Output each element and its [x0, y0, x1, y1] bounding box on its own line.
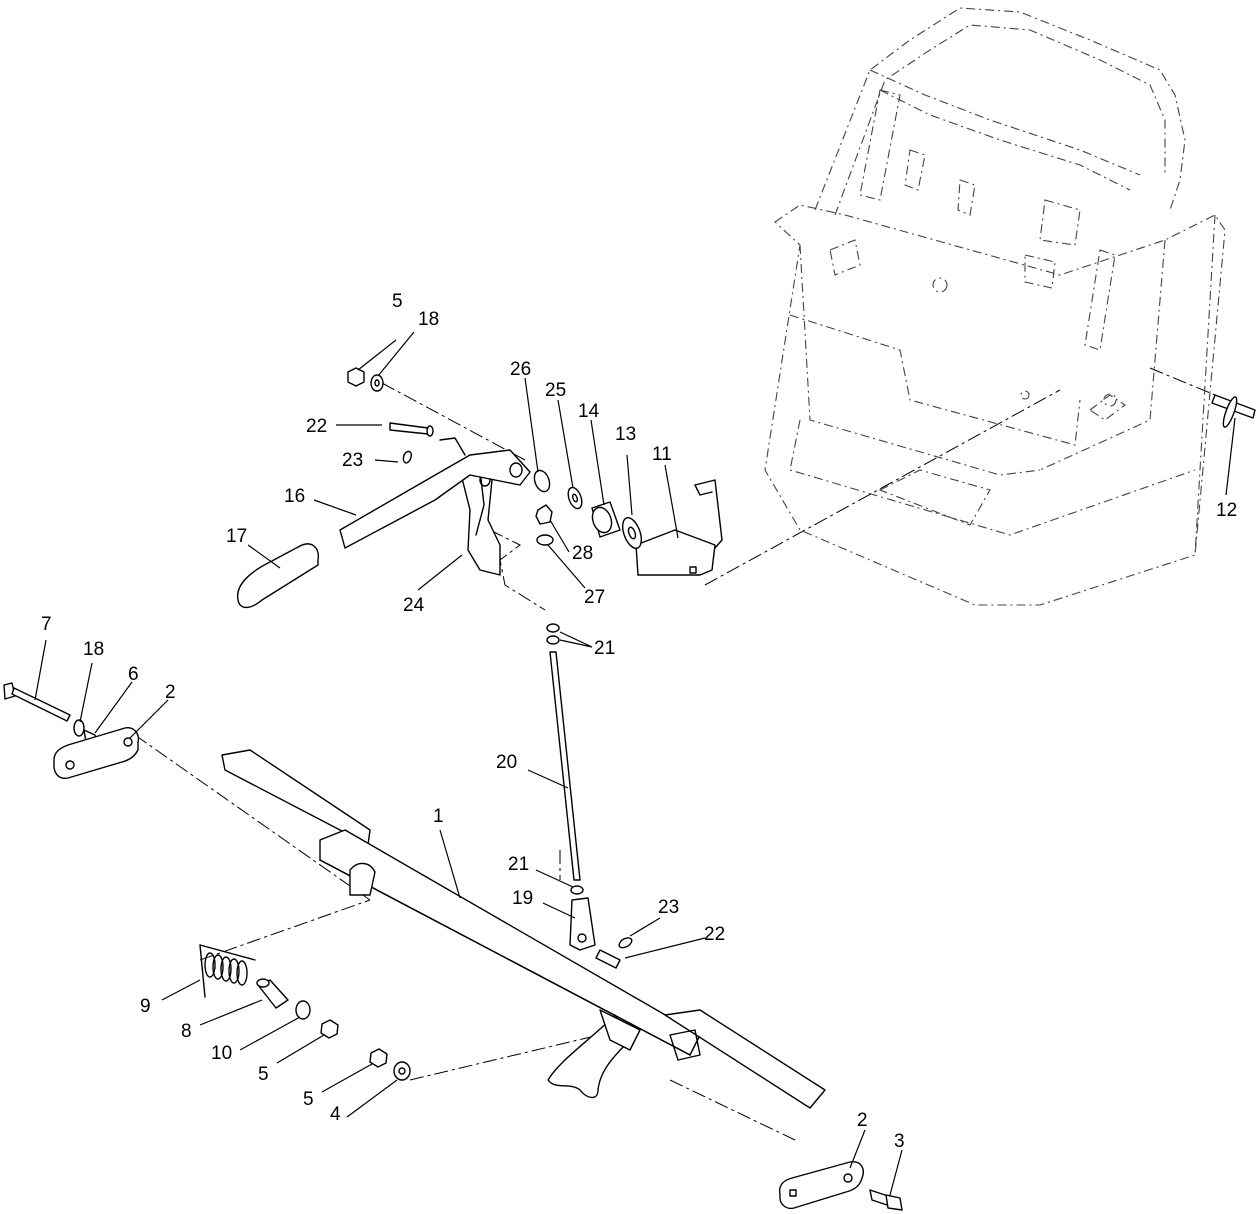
callout-18-left: 18: [83, 639, 104, 660]
callout-labels: 5 18 22 23 16 17 24 26 25 14 13 11 28 27…: [41, 291, 1237, 1152]
callout-23-bottom: 23: [658, 897, 679, 918]
clip-23-bottom: [618, 937, 633, 949]
pin-22-top: [389, 422, 434, 437]
callout-10: 10: [211, 1043, 232, 1064]
callout-12: 12: [1216, 500, 1237, 521]
callout-22-bottom: 22: [704, 924, 725, 945]
callout-19: 19: [512, 888, 533, 909]
callout-16: 16: [284, 486, 305, 507]
clevis-19: [569, 897, 596, 951]
lever-16: [339, 437, 531, 549]
washer-10: [295, 1000, 311, 1020]
bolt-3: [869, 1189, 903, 1211]
clip-23-top: [402, 450, 413, 464]
callout-8: 8: [181, 1021, 192, 1042]
washer-25: [567, 486, 583, 510]
callout-18-top: 18: [418, 309, 439, 330]
nut-28: [535, 504, 553, 525]
callout-2-right: 2: [857, 1110, 868, 1131]
callout-22-top: 22: [306, 416, 327, 437]
callout-2-left: 2: [165, 682, 176, 703]
link-plate-2-left: [53, 727, 140, 780]
callout-5-spring: 5: [258, 1064, 269, 1085]
callout-25: 25: [545, 380, 566, 401]
bushing-14: [591, 501, 621, 538]
callout-5-bottom: 5: [303, 1089, 314, 1110]
callout-26: 26: [510, 359, 531, 380]
rod-20: [549, 651, 581, 881]
callout-9: 9: [140, 996, 151, 1017]
bracket-11: [635, 479, 723, 576]
washer-18-left: [73, 719, 85, 737]
callout-17: 17: [226, 526, 247, 547]
nut-21-bottom: [570, 885, 584, 895]
callout-23-top: 23: [342, 450, 363, 471]
callout-4: 4: [330, 1104, 341, 1125]
callout-7: 7: [41, 614, 52, 635]
link-plate-2-right: [778, 1161, 864, 1210]
sleeve-8: [256, 978, 289, 1009]
washer-13: [622, 517, 642, 549]
nut-5-spring: [320, 1019, 339, 1039]
callout-14: 14: [578, 401, 600, 422]
pin-22-bottom: [595, 949, 621, 969]
grip-17: [236, 543, 319, 609]
callout-21-bottom: 21: [508, 854, 529, 875]
washer-18-top: [370, 374, 384, 392]
callout-1: 1: [433, 806, 444, 827]
callout-21-top: 21: [594, 638, 615, 659]
nut-5-top: [347, 367, 365, 387]
callout-20: 20: [496, 752, 517, 773]
callout-11: 11: [652, 444, 672, 465]
washer-4: [393, 1061, 411, 1081]
lever-plate-24: [459, 464, 501, 576]
nut-5-bottom: [369, 1048, 388, 1068]
washer-27: [536, 534, 554, 546]
nut-21-top: [546, 623, 560, 645]
callout-6: 6: [128, 664, 139, 685]
callout-5-top: 5: [392, 291, 403, 312]
callout-27: 27: [584, 587, 605, 608]
spring-9: [199, 944, 256, 998]
pedal-bar-1: [221, 749, 826, 1109]
callout-24: 24: [403, 595, 425, 616]
bolt-12: [1211, 394, 1256, 428]
bolt-7: [3, 682, 71, 722]
frame-phantom-outline: [764, 7, 1226, 606]
leader-lines: [34, 331, 1236, 1196]
callout-28: 28: [572, 543, 593, 564]
callout-3: 3: [894, 1131, 905, 1152]
callout-13: 13: [615, 424, 636, 445]
bearing-26: [533, 469, 551, 493]
